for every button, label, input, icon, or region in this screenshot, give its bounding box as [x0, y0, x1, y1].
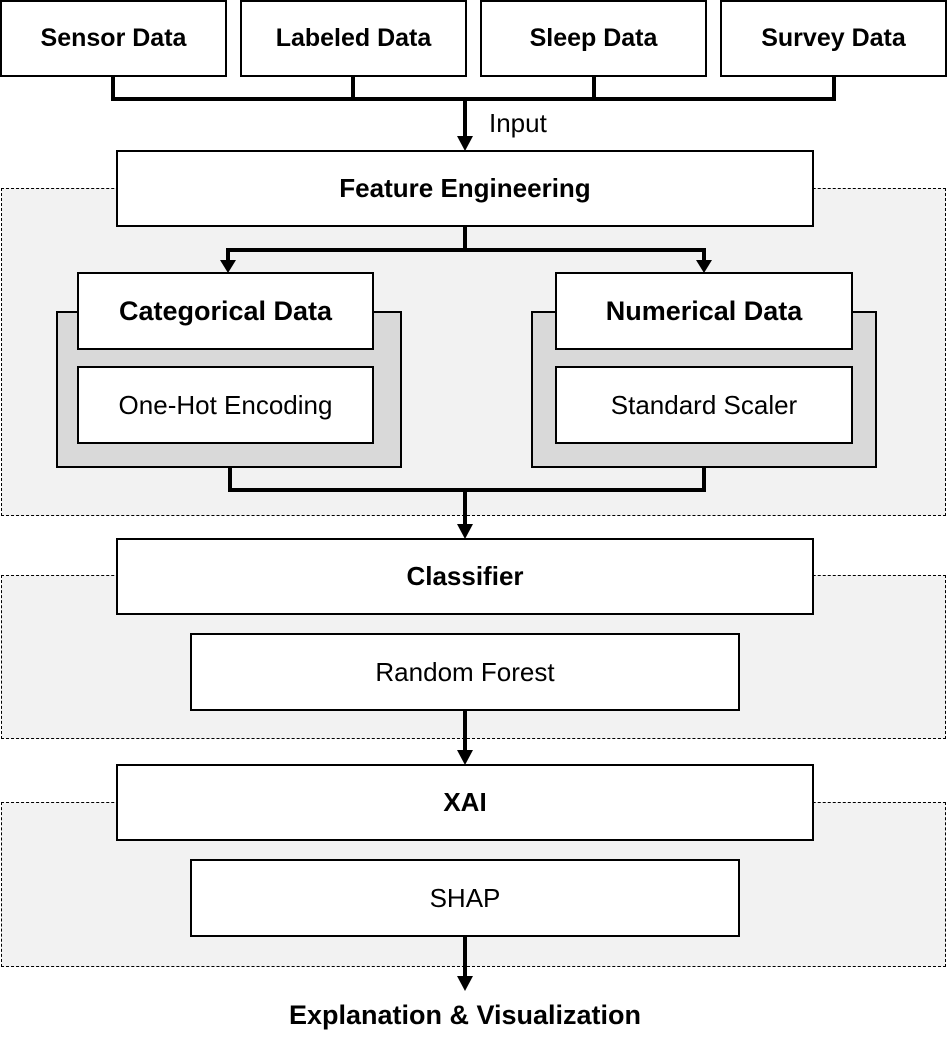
- labeled-data-box: Labeled Data: [240, 0, 467, 77]
- numerical-data-box: Numerical Data: [555, 272, 853, 350]
- input-label: Input: [489, 108, 547, 138]
- classifier-box: Classifier: [116, 538, 814, 615]
- shap-box: SHAP: [190, 859, 740, 937]
- cat-arrowhead: [220, 260, 236, 273]
- xai-box: XAI: [116, 764, 814, 841]
- feature-engineering-box: Feature Engineering: [116, 150, 814, 227]
- input-arrowhead: [457, 136, 473, 151]
- rf-arrowhead: [457, 750, 473, 765]
- num-arrowhead: [696, 260, 712, 273]
- categorical-data-box: Categorical Data: [77, 272, 374, 350]
- sleep-data-box: Sleep Data: [480, 0, 707, 77]
- output-label: Explanation & Visualization: [288, 1000, 642, 1030]
- shap-arrowhead: [457, 976, 473, 991]
- standard-scaler-box: Standard Scaler: [555, 366, 853, 444]
- merge-arrowhead: [457, 524, 473, 539]
- survey-data-box: Survey Data: [720, 0, 947, 77]
- sensor-data-box: Sensor Data: [0, 0, 227, 77]
- random-forest-box: Random Forest: [190, 633, 740, 711]
- one-hot-encoding-box: One-Hot Encoding: [77, 366, 374, 444]
